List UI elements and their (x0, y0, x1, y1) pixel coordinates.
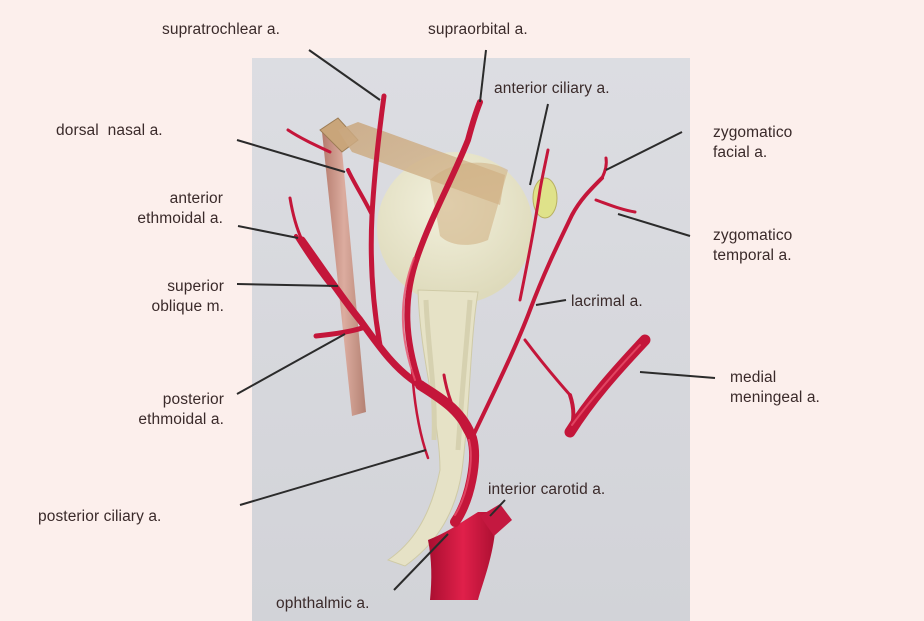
label-posterior-ciliary: posterior ciliary a. (38, 507, 161, 527)
label-interior-carotid: interior carotid a. (488, 480, 605, 500)
label-anterior-ethmoidal: anterior ethmoidal a. (84, 189, 223, 229)
label-medial-meningeal-line1: medial (730, 368, 820, 388)
label-zygomatico-temporal: zygomatico temporal a. (713, 226, 792, 266)
label-zygomatico-facial-line2: facial a. (713, 143, 792, 163)
label-superior-oblique-line2: oblique m. (108, 297, 224, 317)
label-posterior-ethmoidal-line1: posterior (80, 390, 224, 410)
label-supratrochlear: supratrochlear a. (162, 20, 280, 40)
label-anterior-ethmoidal-line2: ethmoidal a. (84, 209, 223, 229)
label-anterior-ciliary: anterior ciliary a. (494, 79, 610, 99)
label-anterior-ethmoidal-line1: anterior (84, 189, 223, 209)
label-dorsal-nasal: dorsal nasal a. (56, 121, 163, 141)
label-medial-meningeal-line2: meningeal a. (730, 388, 820, 408)
label-posterior-ethmoidal: posterior ethmoidal a. (80, 390, 224, 430)
label-lacrimal: lacrimal a. (571, 292, 643, 312)
label-zygomatico-facial: zygomatico facial a. (713, 123, 792, 163)
label-zygomatico-temporal-line1: zygomatico (713, 226, 792, 246)
label-zygomatico-temporal-line2: temporal a. (713, 246, 792, 266)
label-zygomatico-facial-line1: zygomatico (713, 123, 792, 143)
label-ophthalmic: ophthalmic a. (276, 594, 370, 614)
label-superior-oblique: superior oblique m. (108, 277, 224, 317)
label-medial-meningeal: medial meningeal a. (730, 368, 820, 408)
label-posterior-ethmoidal-line2: ethmoidal a. (80, 410, 224, 430)
label-supraorbital: supraorbital a. (428, 20, 528, 40)
label-superior-oblique-line1: superior (108, 277, 224, 297)
